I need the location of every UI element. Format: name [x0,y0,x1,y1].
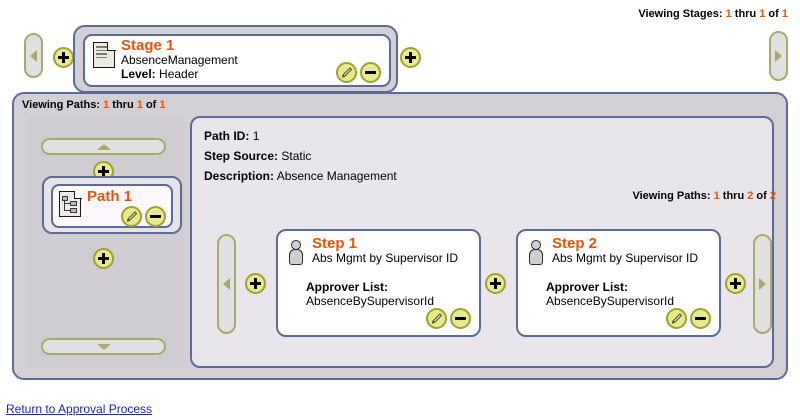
stage-delete-button[interactable] [360,62,381,83]
viewing-paths-right-of: of [756,190,767,202]
person-icon [288,240,304,266]
path-card[interactable]: Path 1 [51,184,173,228]
stage-prev-button[interactable] [24,33,43,78]
viewing-paths-left-total: 1 [159,99,166,111]
step-approver-value: AbsenceBySupervisorId [546,294,675,308]
viewing-paths-right-prefix: Viewing Paths: [632,190,711,202]
viewing-stages-from: 1 [725,8,732,20]
viewing-paths-left-thru: thru [112,99,134,111]
stage-add-right-button[interactable] [400,47,421,68]
plus-icon [730,278,741,289]
description-label: Description: [204,169,275,183]
step-approver-value: AbsenceBySupervisorId [306,294,435,308]
stage-edit-button[interactable] [336,62,357,83]
stage-card[interactable]: Stage 1 AbsenceManagement Level: Header [83,34,391,87]
step-source-label: Step Source: [204,149,279,163]
triangle-up-icon [96,143,111,150]
pencil-icon [340,66,353,79]
stage-add-left-button[interactable] [53,47,74,68]
path-detail-panel: Path ID: 1 Step Source: Static Descripti… [190,116,774,368]
stage-name: AbsenceManagement [121,53,238,67]
viewing-paths-right-total: 2 [769,190,776,202]
viewing-stages-prefix: Viewing Stages: [638,8,723,20]
plus-icon [58,52,69,63]
triangle-left-icon [223,278,230,290]
stage-title: Stage 1 [121,37,175,54]
step-subtitle: Abs Mgmt by Supervisor ID [312,251,459,265]
step-delete-button[interactable] [450,308,471,329]
step-approver-label: Approver List: [546,280,629,294]
viewing-stages-counter: Viewing Stages: 1 thru 1 of 1 [638,8,788,20]
triangle-left-icon [30,49,37,62]
triangle-down-icon [96,343,111,350]
path-hierarchy-icon [59,190,82,217]
step-add-left-button[interactable] [245,273,266,294]
step-title: Step 1 [312,235,358,252]
step-approver-label: Approver List: [306,280,389,294]
viewing-paths-right-thru: thru [722,190,745,202]
stage-level-label: Level: [121,67,156,81]
step-prev-button[interactable] [217,234,236,334]
path-card-container: Path 1 [42,176,182,234]
step-add-right-button[interactable] [725,273,746,294]
plus-icon [405,52,416,63]
viewing-paths-right-to: 2 [747,190,754,202]
document-icon [93,41,116,68]
pencil-icon [670,312,683,325]
step-title: Step 2 [552,235,598,252]
step-delete-button[interactable] [690,308,711,329]
step-card[interactable]: Step 2 Abs Mgmt by Supervisor ID Approve… [516,229,721,337]
viewing-paths-left-to: 1 [136,99,143,111]
triangle-right-icon [775,50,782,62]
step-edit-button[interactable] [666,308,687,329]
pencil-icon [430,312,443,325]
description-value: Absence Management [276,169,397,183]
step-add-middle-button[interactable] [485,273,506,294]
plus-icon [250,278,261,289]
person-icon [528,240,544,266]
path-add-below-button[interactable] [93,248,114,269]
step-next-button[interactable] [753,234,772,334]
step-edit-button[interactable] [426,308,447,329]
main-panel: Path 1 Path ID [12,92,788,380]
viewing-paths-counter-right: Viewing Paths: 1 thru 2 of 2 [632,190,776,202]
paths-scroll-down-button[interactable] [41,338,166,355]
step-source-value: Static [281,149,312,163]
minus-icon [695,317,706,320]
path-edit-button[interactable] [121,206,142,227]
minus-icon [150,215,161,218]
plus-icon [490,278,501,289]
stage-level-value: Header [159,67,199,81]
path-title: Path 1 [87,188,133,205]
description-row: Description: Absence Management [204,169,397,183]
path-delete-button[interactable] [145,206,166,227]
viewing-paths-counter-left: Viewing Paths: 1 thru 1 of 1 [22,99,166,111]
paths-scroll-up-button[interactable] [41,138,166,155]
path-id-value: 1 [252,129,260,143]
viewing-stages-to: 1 [759,8,766,20]
viewing-paths-left-prefix: Viewing Paths: [22,99,101,111]
paths-panel: Path 1 [28,116,184,368]
stage-next-button[interactable] [769,31,788,81]
viewing-paths-left-from: 1 [103,99,110,111]
step-subtitle: Abs Mgmt by Supervisor ID [552,251,699,265]
step-source-row: Step Source: Static [204,149,311,163]
pencil-icon [125,210,138,223]
viewing-paths-left-of: of [145,99,157,111]
plus-icon [98,253,109,264]
viewing-stages-thru: thru [734,8,757,20]
path-id-label: Path ID: [204,129,250,143]
minus-icon [455,317,466,320]
return-to-approval-process-link[interactable]: Return to Approval Process [6,402,153,416]
viewing-paths-right-from: 1 [713,190,720,202]
plus-icon [98,166,109,177]
step-card[interactable]: Step 1 Abs Mgmt by Supervisor ID Approve… [276,229,481,337]
stage-container: Stage 1 AbsenceManagement Level: Header [73,25,398,93]
minus-icon [365,71,376,74]
viewing-stages-total: 1 [781,8,788,20]
viewing-stages-of: of [768,8,779,20]
triangle-right-icon [759,278,766,290]
path-id-row: Path ID: 1 [204,129,259,143]
